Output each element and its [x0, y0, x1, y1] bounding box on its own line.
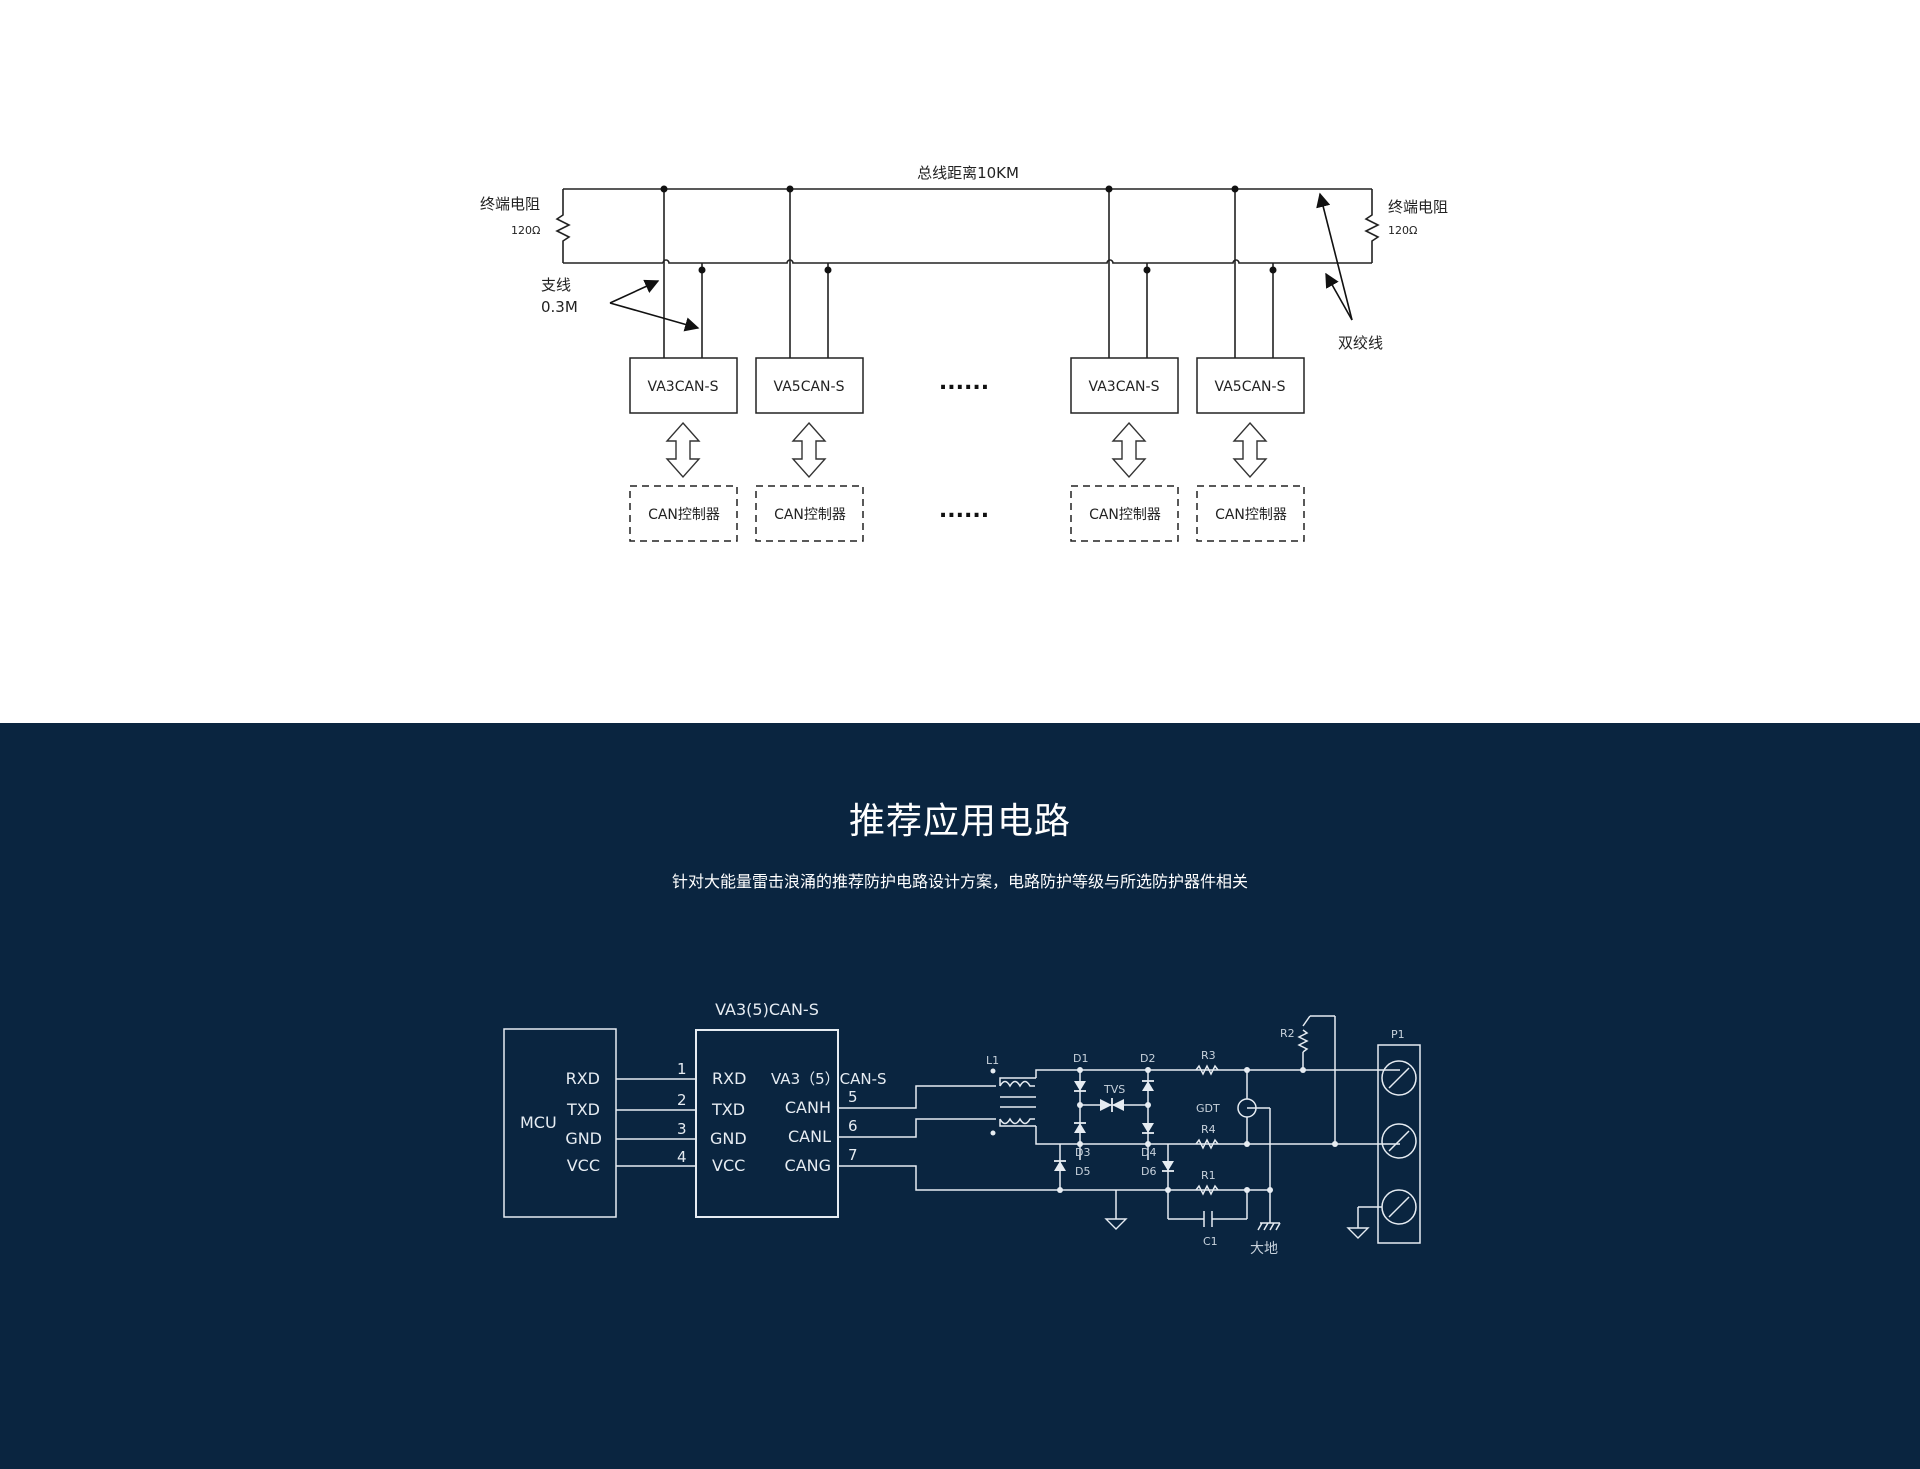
pin-number: 4	[677, 1148, 687, 1166]
terminal-resistor-right	[1364, 189, 1380, 263]
terminal-left-value: 120Ω	[511, 224, 540, 237]
mcu-pin: RXD	[566, 1069, 600, 1088]
r1-label: R1	[1201, 1169, 1216, 1182]
module-pin: TXD	[711, 1100, 745, 1119]
module-title: VA3(5)CAN-S	[715, 1000, 819, 1019]
module-name-line: VA3（5）CAN-S	[771, 1070, 887, 1088]
r2-label: R2	[1280, 1027, 1295, 1040]
bus-topology-section: 总线距离10KM 终端电阻 120Ω 终端电阻 120Ω 支线 0.3M 双绞线…	[0, 0, 1920, 723]
controller-node: CAN控制器	[1196, 485, 1305, 542]
mcu-pin: VCC	[567, 1156, 600, 1175]
module-pin: VCC	[712, 1156, 745, 1175]
d2-label: D2	[1140, 1052, 1155, 1065]
application-circuit-section: 推荐应用电路 针对大能量雷击浪涌的推荐防护电路设计方案，电路防护等级与所选防护器…	[0, 723, 1920, 1469]
module-pin: CANL	[788, 1127, 831, 1146]
module-node: VA3CAN-S	[629, 357, 738, 414]
p1-label: P1	[1391, 1028, 1405, 1041]
controller-label: CAN控制器	[774, 507, 846, 523]
section-subtitle: 针对大能量雷击浪涌的推荐防护电路设计方案，电路防护等级与所选防护器件相关	[671, 872, 1248, 891]
mcu-block	[503, 1028, 617, 1218]
p1-connector	[1377, 1044, 1421, 1244]
can-bus-lines	[555, 188, 1380, 358]
earth-label: 大地	[1250, 1241, 1278, 1257]
controller-node: CAN控制器	[629, 485, 738, 542]
module-pin: CANH	[785, 1098, 831, 1117]
ellipsis: ......	[939, 498, 989, 523]
d4-label: D4	[1141, 1146, 1156, 1159]
r3-label: R3	[1201, 1049, 1216, 1062]
module-label: VA5CAN-S	[774, 379, 845, 395]
mcu-pin: TXD	[566, 1100, 600, 1119]
module-pin: CANG	[785, 1156, 831, 1175]
d1-label: D1	[1073, 1052, 1088, 1065]
pin-number: 2	[677, 1091, 687, 1109]
module-label: VA5CAN-S	[1215, 379, 1286, 395]
controller-node: CAN控制器	[755, 485, 864, 542]
protection-circuit-schematic: VA3(5)CAN-S MCU RXD TXD GND VCC 1 2 3 4 …	[503, 1000, 1421, 1257]
c1-label: C1	[1203, 1235, 1218, 1248]
terminal-right-label: 终端电阻	[1388, 198, 1448, 216]
module-node: VA3CAN-S	[1070, 357, 1179, 414]
terminal-right-value: 120Ω	[1388, 224, 1417, 237]
controller-node: CAN控制器	[1070, 485, 1179, 542]
pin-number: 3	[677, 1120, 687, 1138]
tvs-label: TVS	[1103, 1083, 1125, 1096]
branch-label: 支线	[541, 276, 571, 294]
controller-label: CAN控制器	[1215, 507, 1287, 523]
bidirectional-arrow-icon	[1232, 421, 1268, 479]
mcu-pin: GND	[565, 1129, 602, 1148]
ellipsis: ......	[939, 370, 989, 395]
module-pin: RXD	[712, 1069, 746, 1088]
controller-label: CAN控制器	[648, 507, 720, 523]
r4-label: R4	[1201, 1123, 1216, 1136]
bus-distance-label: 总线距离10KM	[917, 164, 1019, 182]
bidirectional-arrow-icon	[665, 421, 701, 479]
module-pin: GND	[710, 1129, 747, 1148]
can-bus-topology-diagram: 总线距离10KM 终端电阻 120Ω 终端电阻 120Ω 支线 0.3M 双绞线…	[480, 164, 1448, 542]
bus-line-low	[662, 259, 1372, 264]
callout-arrows	[609, 192, 1353, 332]
pin-number: 1	[677, 1060, 687, 1078]
l1-label: L1	[986, 1054, 999, 1067]
module-node: VA5CAN-S	[755, 357, 864, 414]
section-title: 推荐应用电路	[848, 801, 1071, 842]
junction-dots	[660, 185, 1277, 274]
bidirectional-arrow-icon	[791, 421, 827, 479]
controller-label: CAN控制器	[1089, 507, 1161, 523]
pin-number: 7	[848, 1146, 858, 1164]
branch-length-label: 0.3M	[541, 298, 578, 316]
d5-label: D5	[1075, 1165, 1090, 1178]
module-block	[695, 1029, 839, 1218]
mcu-label: MCU	[520, 1113, 557, 1132]
d6-label: D6	[1141, 1165, 1156, 1178]
terminal-left-label: 终端电阻	[480, 195, 540, 213]
bidirectional-arrow-icon	[1111, 421, 1147, 479]
bidirectional-arrow-icons	[665, 421, 1268, 479]
terminal-resistor-left	[555, 189, 571, 263]
pin-number: 5	[848, 1088, 858, 1106]
pin-number: 6	[848, 1117, 858, 1135]
module-label: VA3CAN-S	[1089, 379, 1160, 395]
gdt-label: GDT	[1196, 1102, 1220, 1115]
module-node: VA5CAN-S	[1196, 357, 1305, 414]
d3-label: D3	[1075, 1146, 1090, 1159]
module-label: VA3CAN-S	[648, 379, 719, 395]
twisted-pair-label: 双绞线	[1338, 334, 1383, 352]
